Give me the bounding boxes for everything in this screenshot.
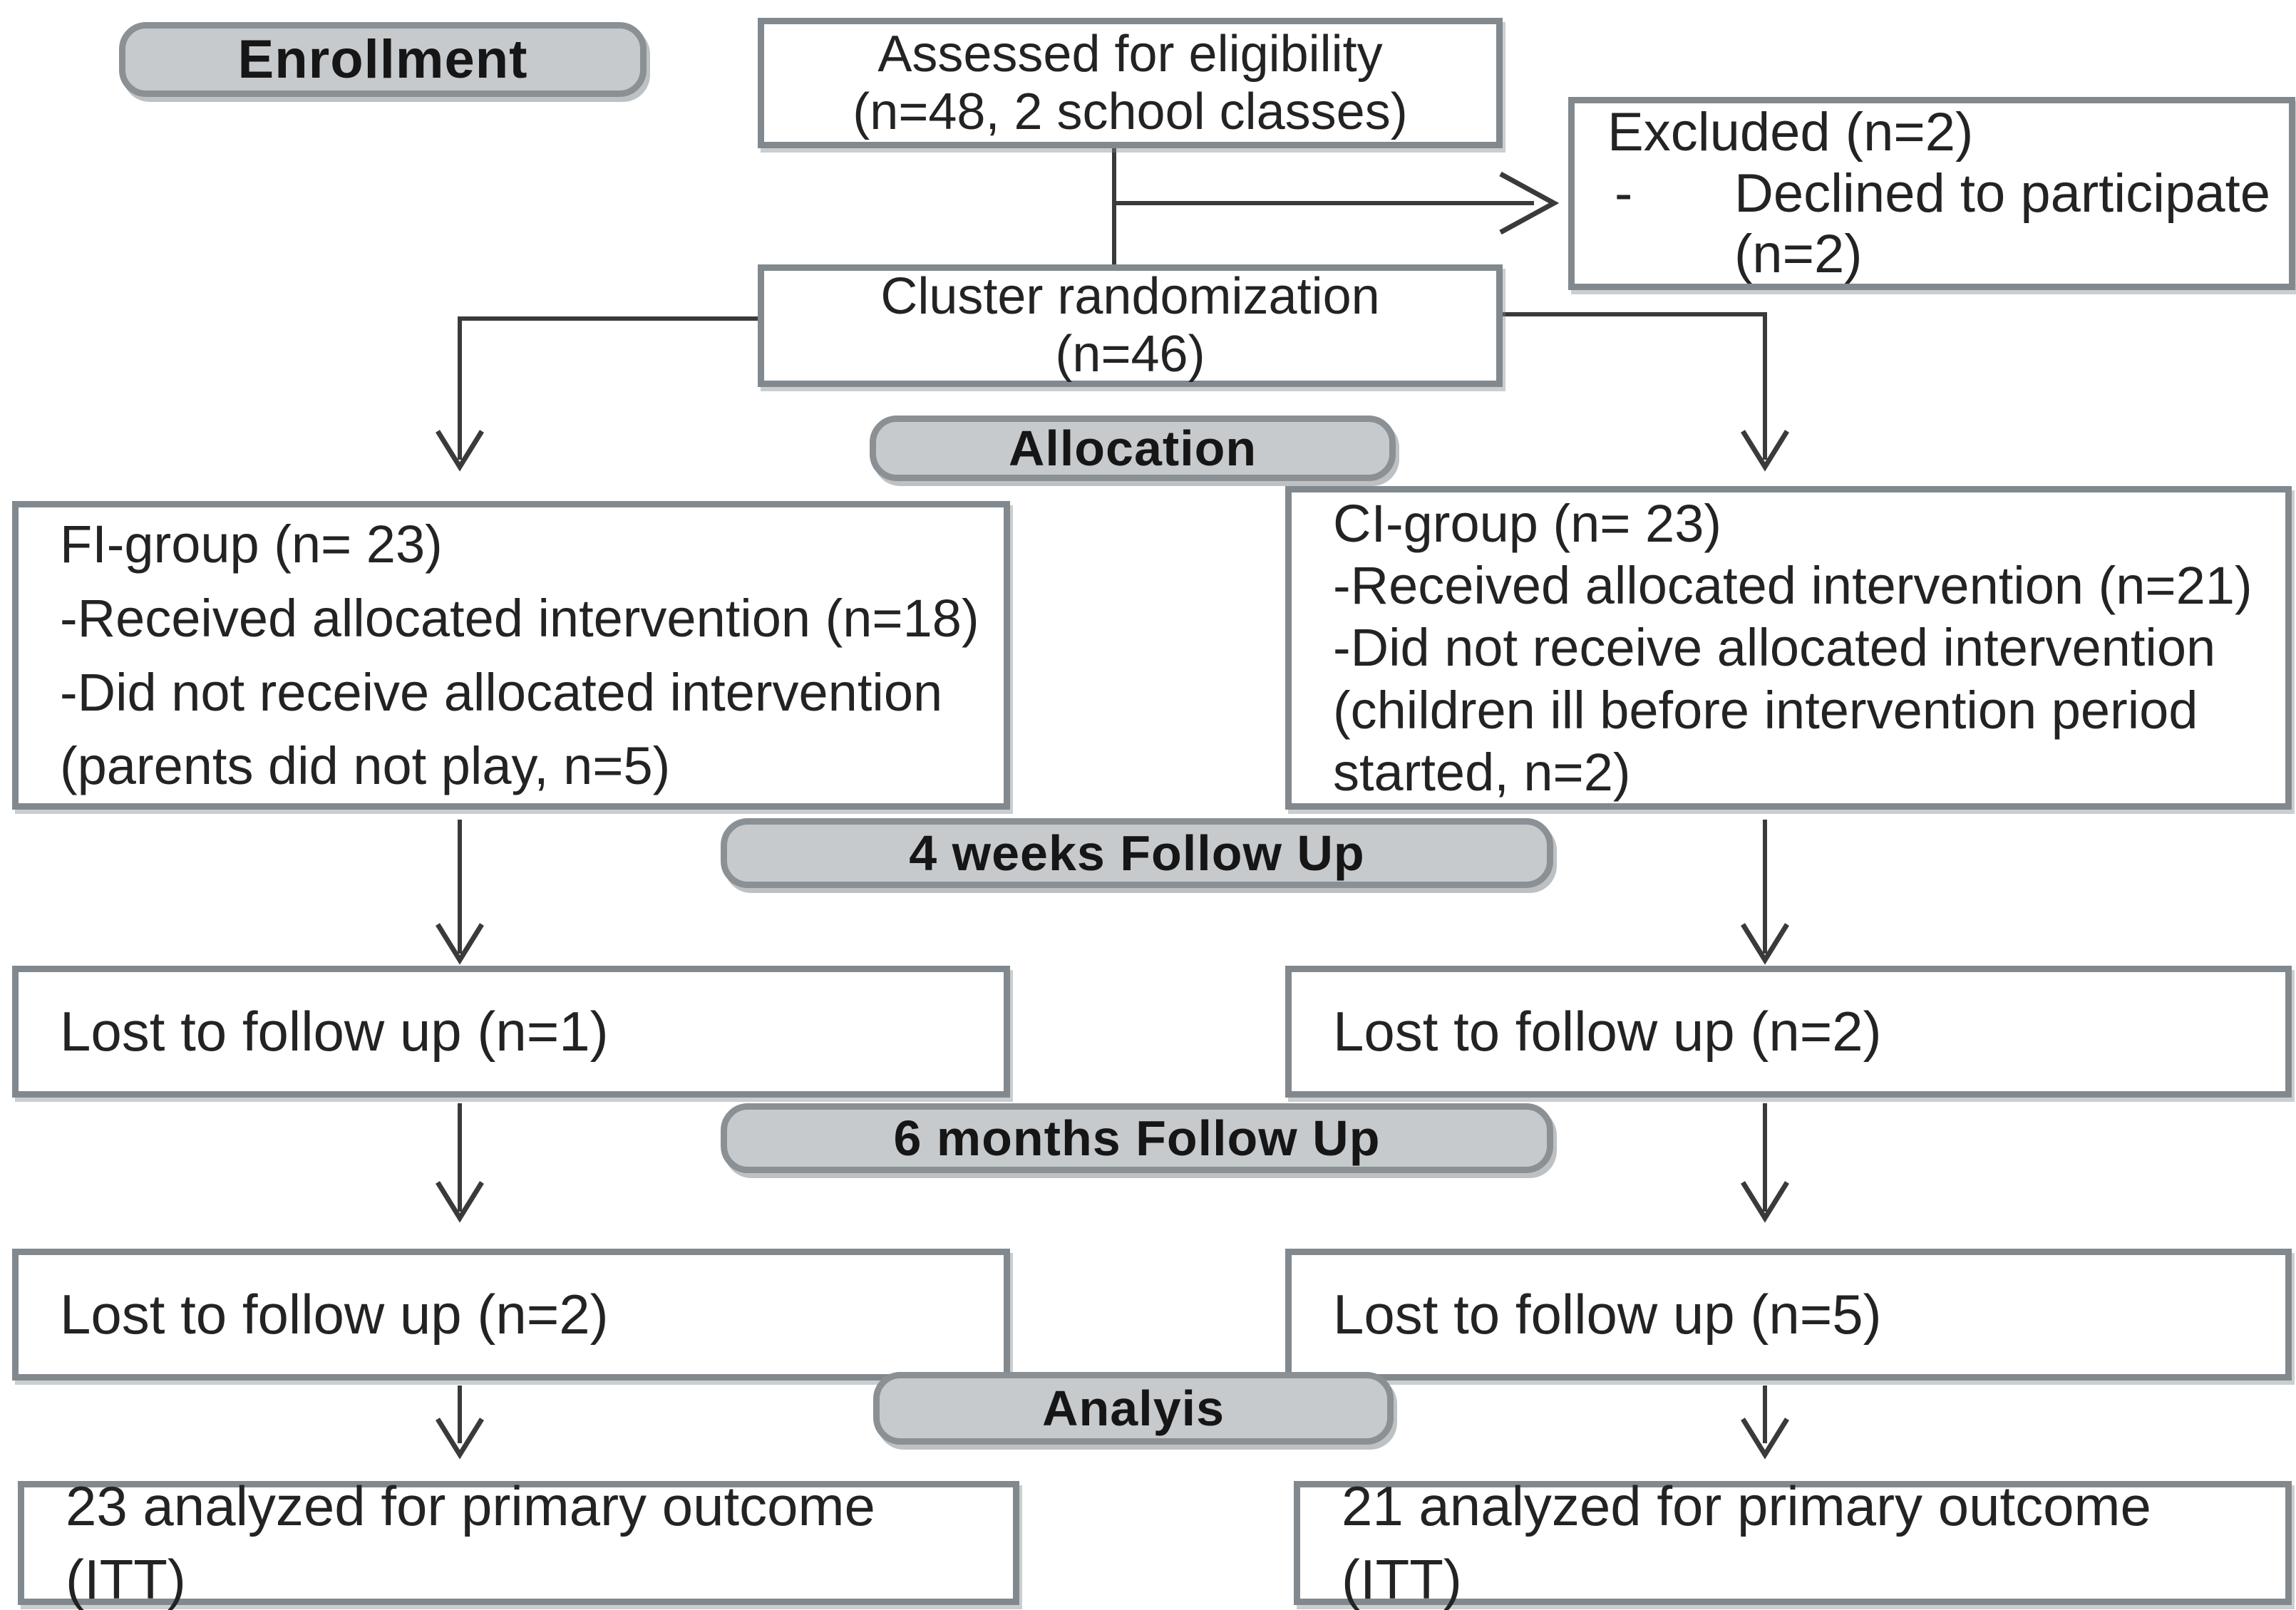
arrowhead-branch-left [436,430,484,472]
stage-badge-allocation-label: Allocation [1008,420,1257,476]
excluded-bullet: - Declined to participate (n=2) [1607,163,2289,286]
box-lost-follow-up-ci-4w: Lost to follow up (n=2) [1285,966,2292,1098]
stage-badge-enrollment: Enrollment [119,22,647,97]
lost-ci-6m-text: Lost to follow up (n=5) [1333,1283,1882,1346]
cluster-line-1: Cluster randomization [880,268,1380,326]
fi-group-line-1: FI-group (n= 23) [60,515,443,574]
ci-group-line-3: -Did not receive allocated intervention [1333,618,2216,678]
box-analyzed-ci: 21 analyzed for primary outcome (ITT) [1294,1475,2292,1610]
cluster-line-2: (n=46) [1055,326,1205,383]
lost-fi-6m-text: Lost to follow up (n=2) [60,1283,609,1346]
ci-group-line-4: (children ill before intervention period [1333,680,2198,740]
stage-badge-analysis: Analyis [873,1372,1394,1445]
arrowhead-ci-lost-4w [1741,923,1789,965]
lost-ci-4w-text: Lost to follow up (n=2) [1333,1000,1882,1063]
excluded-bullet-dash: - [1615,162,1633,224]
box-cluster-randomization: Cluster randomization (n=46) [758,264,1503,387]
line-branch-right [1501,312,1767,460]
stage-badge-4-weeks-follow-up: 4 weeks Follow Up [721,818,1553,888]
box-ci-group: CI-group (n= 23) -Received allocated int… [1285,486,2292,810]
stage-badge-enrollment-label: Enrollment [237,29,528,90]
lost-fi-4w-text: Lost to follow up (n=1) [60,1000,609,1063]
stage-badge-4-weeks-label: 4 weeks Follow Up [909,825,1365,881]
fi-group-line-4: (parents did not play, n=5) [60,736,671,796]
fi-group-line-3: -Did not receive allocated intervention [60,662,943,722]
stage-badge-6-months-label: 6 months Follow Up [893,1110,1381,1166]
stage-badge-analysis-label: Analyis [1042,1381,1225,1436]
fi-group-line-2: -Received allocated intervention (n=18) [60,588,979,648]
arrowhead-branch-right [1741,430,1789,472]
box-assessed-for-eligibility: Assessed for eligibility (n=48, 2 school… [758,18,1503,148]
assessed-line-2: (n=48, 2 school classes) [853,83,1408,140]
ci-group-line-5: started, n=2) [1333,742,1631,802]
stage-badge-allocation: Allocation [870,416,1396,481]
box-lost-follow-up-fi-4w: Lost to follow up (n=1) [12,966,1010,1098]
box-lost-follow-up-ci-6m: Lost to follow up (n=5) [1285,1249,2292,1381]
arrowhead-fi-analysis [436,1418,484,1460]
arrowhead-fi-lost-4w [436,923,484,965]
stage-badge-6-months-follow-up: 6 months Follow Up [721,1103,1553,1173]
arrowhead-ci-analysis [1741,1418,1789,1460]
analyzed-fi-text: 23 analyzed for primary outcome (ITT) [66,1475,875,1610]
excluded-bullet-text: Declined to participate (n=2) [1734,162,2270,285]
box-lost-follow-up-fi-6m: Lost to follow up (n=2) [12,1249,1010,1381]
box-analyzed-fi: 23 analyzed for primary outcome (ITT) [18,1475,1019,1610]
box-excluded: Excluded (n=2) - Declined to participate… [1568,97,2295,290]
ci-group-line-1: CI-group (n= 23) [1333,493,1721,553]
line-branch-left [458,316,758,460]
analyzed-ci-text: 21 analyzed for primary outcome (ITT) [1342,1475,2151,1610]
arrowhead-excluded [1499,171,1560,235]
excluded-title: Excluded (n=2) [1607,101,1974,162]
ci-group-line-2: -Received allocated intervention (n=21) [1333,556,2253,616]
arrowhead-ci-lost-6m [1741,1181,1789,1223]
arrowhead-fi-lost-6m [436,1181,484,1223]
assessed-line-1: Assessed for eligibility [877,25,1383,83]
box-fi-group: FI-group (n= 23) -Received allocated int… [12,501,1010,810]
